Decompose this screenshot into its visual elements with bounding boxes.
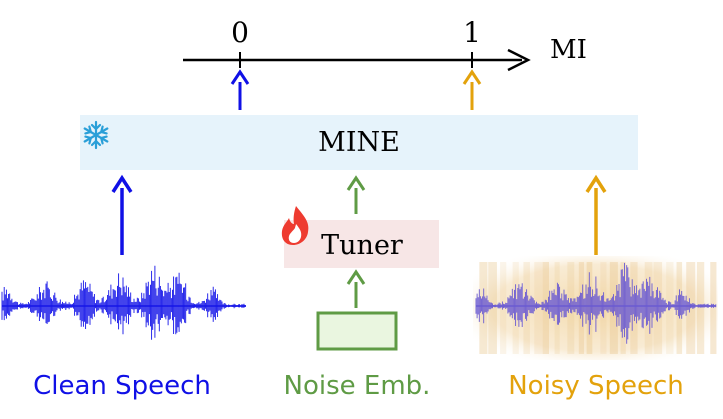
mi-tick-1: 1 xyxy=(463,16,481,49)
mi-axis: 0 1 MI xyxy=(183,16,587,72)
mine-label: MINE xyxy=(318,127,400,158)
clean-speech-waveform xyxy=(1,265,246,340)
caption-noise-emb: Noise Emb. xyxy=(284,371,431,401)
mine-to-axis-arrow-clean xyxy=(230,69,250,110)
noisy-speech-waveform xyxy=(475,262,717,344)
caption-noisy-speech: Noisy Speech xyxy=(508,371,684,401)
mi-tick-0: 0 xyxy=(231,16,249,49)
mi-axis-label: MI xyxy=(550,35,587,65)
noisy-arrow xyxy=(585,174,607,255)
mine-to-axis-arrow-noisy xyxy=(462,69,482,110)
tuner-block: Tuner xyxy=(281,206,439,268)
tuner-label: Tuner xyxy=(321,230,403,261)
mi-axis-arrowhead xyxy=(507,48,531,72)
noisy-speech-waveform-group xyxy=(473,256,718,360)
noise-embedding-box xyxy=(316,311,398,351)
caption-clean-speech: Clean Speech xyxy=(33,371,211,401)
clean-arrow xyxy=(111,174,133,255)
noise-to-tuner-arrow xyxy=(346,269,366,308)
tuner-box xyxy=(284,220,439,268)
mine-box xyxy=(80,115,638,170)
tuner-to-mine-arrow xyxy=(346,175,366,214)
fire-icon xyxy=(281,206,309,245)
mine-block: MINE xyxy=(80,115,638,170)
snowflake-icon xyxy=(83,120,109,150)
